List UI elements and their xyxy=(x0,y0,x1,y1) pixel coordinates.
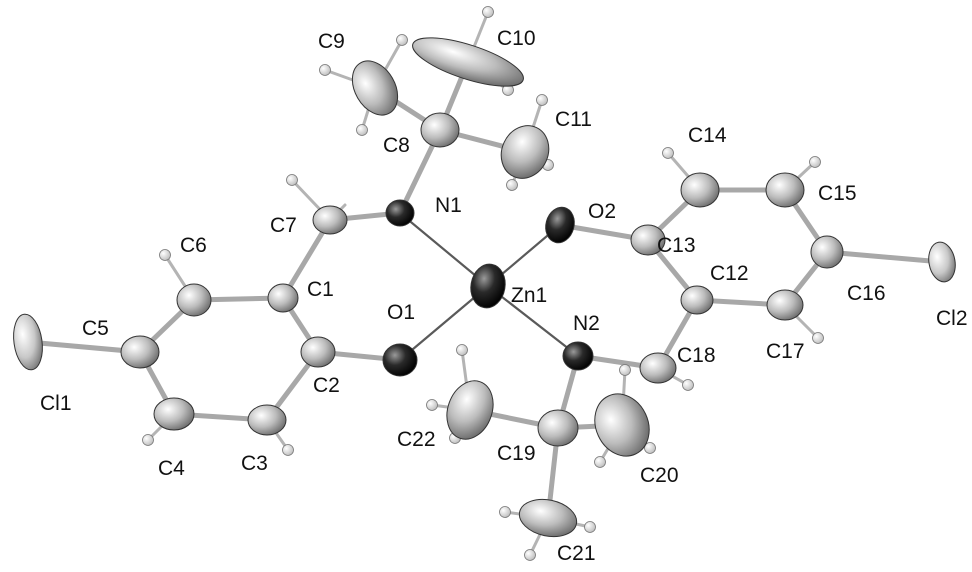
h-atom xyxy=(142,434,154,446)
atom-c7 xyxy=(312,205,348,235)
atom-c21 xyxy=(518,498,578,538)
atom-c8 xyxy=(420,112,460,148)
label-o1: O1 xyxy=(387,301,415,324)
atom-c6 xyxy=(176,283,212,317)
h-atom xyxy=(809,156,821,168)
h-atom xyxy=(356,124,368,136)
label-c14: C14 xyxy=(688,124,727,147)
label-c21: C21 xyxy=(557,542,596,565)
atom-c1 xyxy=(267,283,299,313)
atom-c13 xyxy=(630,224,666,256)
h-atom xyxy=(426,399,438,411)
label-c13: C13 xyxy=(657,234,696,257)
atom-c10 xyxy=(412,37,524,87)
atom-c12 xyxy=(680,285,714,315)
label-c16: C16 xyxy=(847,282,886,305)
label-c4: C4 xyxy=(158,457,185,480)
label-c3: C3 xyxy=(241,452,268,475)
h-atom xyxy=(594,456,606,468)
bond-c16-cl2 xyxy=(824,249,945,265)
bond-zn1-n1 xyxy=(398,211,490,288)
atom-c15 xyxy=(765,172,805,208)
atom-c2 xyxy=(300,336,336,368)
h-atom xyxy=(482,6,494,18)
label-c7: C7 xyxy=(270,214,297,237)
label-o2: O2 xyxy=(588,200,616,223)
label-c6: C6 xyxy=(180,234,207,257)
bond-zn1-n2 xyxy=(486,284,580,358)
heavy-atoms xyxy=(13,37,956,538)
atom-cl1 xyxy=(13,313,43,371)
h-atom xyxy=(286,174,298,186)
h-atom xyxy=(456,344,468,356)
h-atom xyxy=(644,442,656,454)
label-c2: C2 xyxy=(313,374,340,397)
atom-c11 xyxy=(500,125,550,179)
atom-c19 xyxy=(537,409,579,447)
label-cl1: Cl1 xyxy=(40,392,72,415)
h-atom xyxy=(499,506,511,518)
label-c9: C9 xyxy=(318,30,345,53)
atom-c17 xyxy=(766,289,804,321)
h-atom xyxy=(682,379,694,391)
atom-c20 xyxy=(594,393,650,457)
h-atom xyxy=(319,64,331,76)
label-c1: C1 xyxy=(307,278,334,301)
atom-c5 xyxy=(120,335,160,369)
atom-o2 xyxy=(545,206,575,244)
h-atom xyxy=(536,94,548,106)
atom-c9 xyxy=(351,60,399,116)
atom-c14 xyxy=(680,172,720,208)
label-n2: N2 xyxy=(573,312,600,335)
label-n1: N1 xyxy=(435,194,462,217)
atom-n2 xyxy=(562,341,594,371)
atom-c18 xyxy=(639,352,677,384)
label-c15: C15 xyxy=(818,182,857,205)
label-c10: C10 xyxy=(497,27,536,50)
h-atom xyxy=(662,147,674,159)
h-atom xyxy=(524,549,536,561)
atom-zn1 xyxy=(470,263,506,309)
h-atom xyxy=(159,249,171,261)
h-atom xyxy=(506,179,518,191)
h-atom xyxy=(584,521,596,533)
label-c5: C5 xyxy=(82,317,109,340)
atom-n1 xyxy=(385,199,415,227)
label-c8: C8 xyxy=(383,134,410,157)
atom-o1 xyxy=(382,343,418,377)
hydrogen-atoms xyxy=(142,6,824,561)
atom-labels: C9 C10 C11 C8 C14 N1 O2 C15 C6 C7 C13 C1… xyxy=(40,27,968,565)
label-c17: C17 xyxy=(766,340,805,363)
h-atom xyxy=(396,34,408,46)
label-c12: C12 xyxy=(710,262,749,285)
label-cl2: Cl2 xyxy=(936,307,968,330)
h-atom xyxy=(282,444,294,456)
label-c18: C18 xyxy=(677,344,716,367)
label-c19: C19 xyxy=(497,442,536,465)
h-atom xyxy=(812,332,824,344)
atom-c4 xyxy=(153,397,195,431)
atom-c16 xyxy=(810,235,844,269)
label-c11: C11 xyxy=(555,108,592,131)
atom-c22 xyxy=(446,380,494,440)
label-c20: C20 xyxy=(640,464,679,487)
atom-c3 xyxy=(247,404,287,436)
atom-cl2 xyxy=(928,241,956,283)
h-atom xyxy=(619,364,631,376)
label-zn1: Zn1 xyxy=(511,284,547,307)
label-c22: C22 xyxy=(397,428,436,451)
